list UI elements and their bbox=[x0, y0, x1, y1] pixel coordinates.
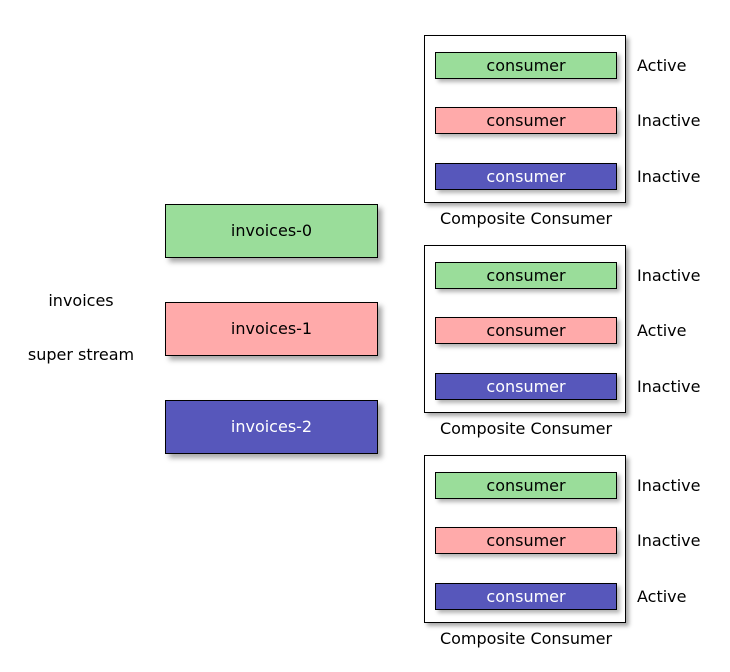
stream-kind: super stream bbox=[27, 345, 135, 364]
consumer-box-pink: consumer bbox=[435, 527, 617, 554]
status-label: Inactive bbox=[637, 111, 701, 130]
stream-name: invoices bbox=[48, 291, 114, 310]
super-stream-label: invoices super stream bbox=[0, 291, 162, 364]
status-label: Inactive bbox=[637, 476, 701, 495]
consumer-box-pink: consumer bbox=[435, 107, 617, 134]
composite-consumer-3: consumer Inactive consumer Inactive cons… bbox=[424, 455, 701, 648]
consumer-box-pink: consumer bbox=[435, 317, 617, 344]
consumer-box-green: consumer bbox=[435, 52, 617, 79]
status-label: Active bbox=[637, 587, 687, 606]
consumer-box-blue: consumer bbox=[435, 373, 617, 400]
partition-invoices-0: invoices-0 bbox=[165, 204, 378, 258]
status-label: Inactive bbox=[637, 167, 701, 186]
composite-title: Composite Consumer bbox=[439, 419, 613, 438]
status-label: Active bbox=[637, 321, 687, 340]
composite-title: Composite Consumer bbox=[439, 209, 613, 228]
partition-invoices-2: invoices-2 bbox=[165, 400, 378, 454]
consumer-box-green: consumer bbox=[435, 472, 617, 499]
composite-consumer-1: consumer Active consumer Inactive consum… bbox=[424, 35, 701, 228]
composite-title: Composite Consumer bbox=[439, 629, 613, 648]
consumer-box-blue: consumer bbox=[435, 583, 617, 610]
consumer-box-green: consumer bbox=[435, 262, 617, 289]
consumer-box-blue: consumer bbox=[435, 163, 617, 190]
partition-invoices-1: invoices-1 bbox=[165, 302, 378, 356]
status-label: Active bbox=[637, 56, 687, 75]
composite-consumer-2: consumer Inactive consumer Active consum… bbox=[424, 245, 701, 438]
status-label: Inactive bbox=[637, 377, 701, 396]
status-label: Inactive bbox=[637, 531, 701, 550]
status-label: Inactive bbox=[637, 266, 701, 285]
